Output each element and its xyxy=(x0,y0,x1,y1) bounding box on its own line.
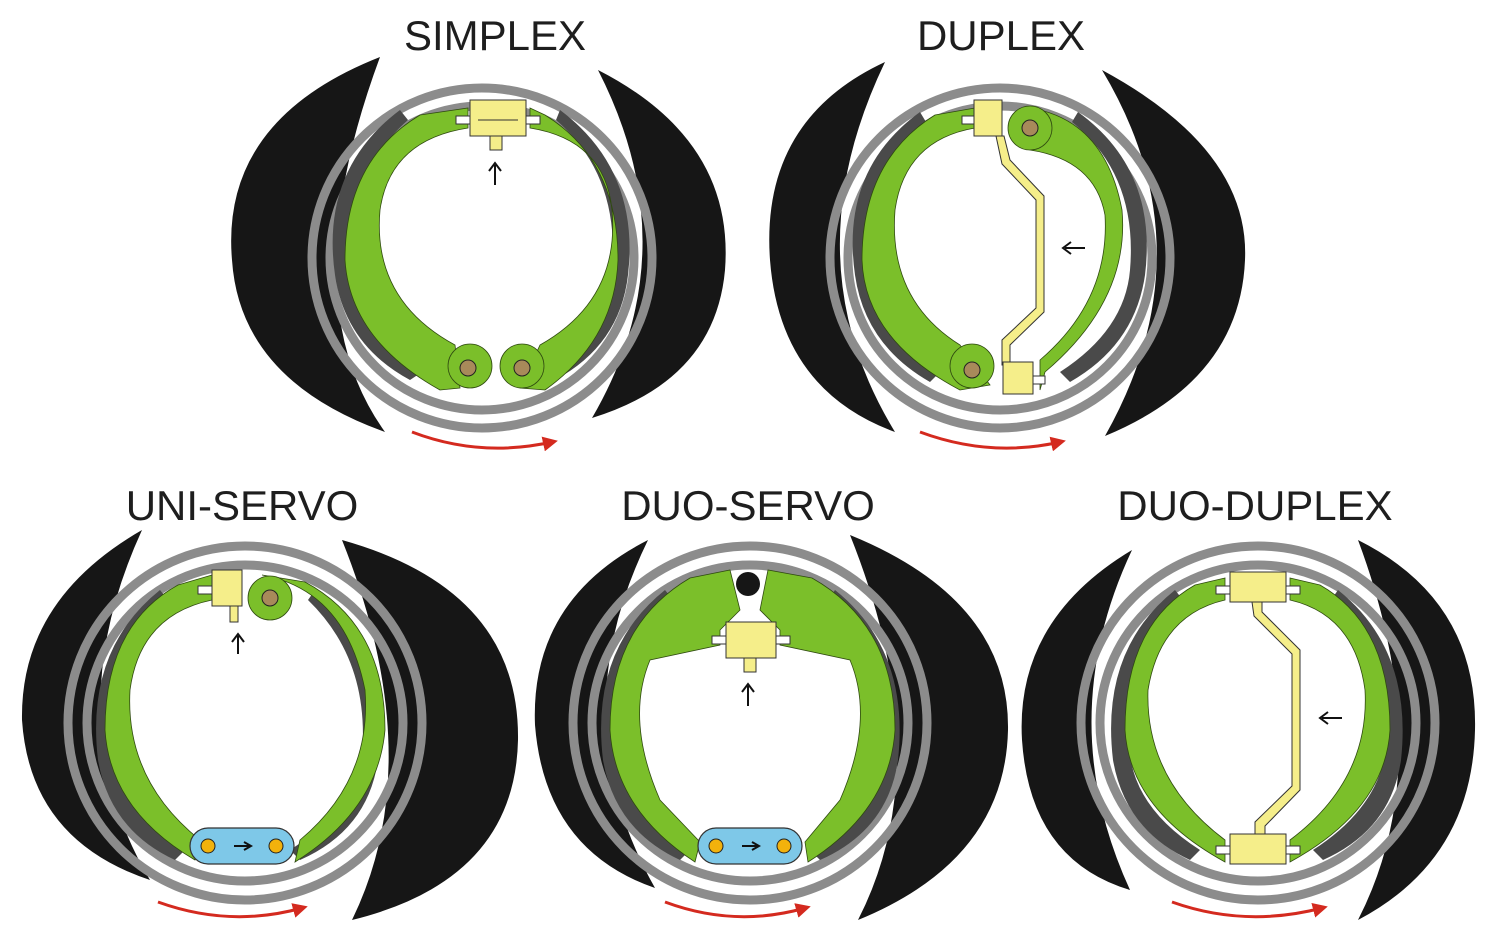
diagram-duo-servo: DUO-SERVO xyxy=(534,482,1009,920)
input-arrow xyxy=(1061,241,1085,255)
diagram-title-duplex: DUPLEX xyxy=(917,12,1085,59)
brake-drum xyxy=(1076,541,1440,905)
brake-drum-inner xyxy=(1095,560,1421,886)
input-arrow xyxy=(231,632,245,654)
wheel-cylinder-top xyxy=(961,99,1003,137)
brake-shoe-left xyxy=(852,107,995,391)
rotation-arrow xyxy=(157,900,308,919)
adjuster-link xyxy=(697,827,803,865)
diagram-title-duo-servo: DUO-SERVO xyxy=(621,482,875,529)
rotation-arrow xyxy=(919,430,1066,452)
hydraulic-line xyxy=(995,135,1045,366)
wheel-cylinder xyxy=(711,621,791,673)
diagram-title-duo-duplex: DUO-DUPLEX xyxy=(1117,482,1392,529)
brake-shoe-left xyxy=(601,569,741,863)
brake-shoe-right xyxy=(499,107,630,391)
input-arrow xyxy=(1318,711,1342,725)
diagram-simplex: SIMPLEX xyxy=(231,12,726,452)
adjuster-pin-right xyxy=(268,838,284,854)
brake-drum xyxy=(568,541,932,905)
adjuster-pin-left xyxy=(200,838,216,854)
input-arrow xyxy=(488,161,502,185)
adjuster-pin-left xyxy=(708,838,724,854)
wheel-cylinder xyxy=(455,99,541,151)
brake-drum-inner xyxy=(587,560,913,886)
wheel-cylinder-bottom xyxy=(1002,361,1046,395)
brake-shoe-left xyxy=(332,107,493,391)
brake-drum xyxy=(307,83,657,433)
brake-drum xyxy=(63,541,427,905)
anchor-pivot-right xyxy=(513,359,531,377)
adjuster-pin-right xyxy=(776,838,792,854)
input-arrow xyxy=(741,682,755,706)
pressure-zone-right xyxy=(592,70,726,418)
diagram-title-simplex: SIMPLEX xyxy=(404,12,586,59)
diagram-title-uni-servo: UNI-SERVO xyxy=(126,482,359,529)
wheel-cylinder xyxy=(197,569,243,623)
brake-shoe-left xyxy=(1111,577,1226,863)
brake-drum xyxy=(825,83,1175,433)
wheel-cylinder-bottom xyxy=(1215,833,1301,865)
adjuster-link xyxy=(189,827,295,865)
anchor-pivot-left xyxy=(459,359,477,377)
rotation-arrow xyxy=(664,900,811,919)
anchor-pin xyxy=(736,572,760,596)
brake-drum-inner xyxy=(82,560,408,886)
brake-shoe-right xyxy=(247,574,386,863)
diagram-uni-servo: UNI-SERVO xyxy=(21,482,519,920)
anchor-pivot-left xyxy=(963,361,981,379)
rotation-arrow xyxy=(411,430,558,452)
hydraulic-line xyxy=(1251,601,1301,835)
brake-shoe-right xyxy=(759,569,900,863)
diagram-duo-duplex: DUO-DUPLEX xyxy=(1021,482,1476,920)
brake-shoe-right xyxy=(1289,577,1403,863)
anchor-pivot-right xyxy=(1021,119,1039,137)
wheel-cylinder-top xyxy=(1215,571,1301,603)
diagram-duplex: DUPLEX xyxy=(769,12,1246,452)
brake-shoe-left xyxy=(96,574,213,861)
anchor-pivot xyxy=(261,589,279,607)
rotation-arrow xyxy=(1171,900,1328,919)
